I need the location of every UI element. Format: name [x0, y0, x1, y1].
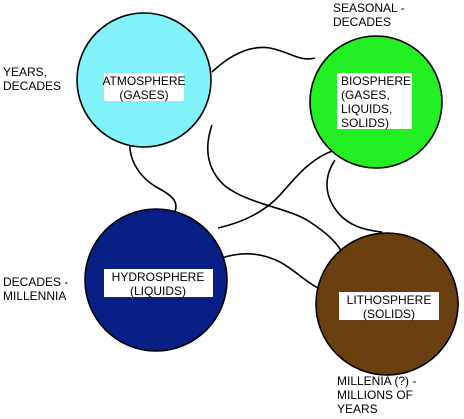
hydrosphere-label-line2: (LIQUIDS) [130, 284, 186, 298]
connector-biosphere-lithosphere [326, 159, 383, 233]
hydrosphere-timescale: DECADES - MILLENNIA [3, 275, 68, 303]
lithosphere-timescale-line2: MILLIONS OF [337, 388, 413, 402]
biosphere-label-line1: BIOSPHERE [341, 74, 411, 88]
connector-atmosphere-hydrosphere [129, 139, 177, 213]
biosphere-label-line2: (GASES, [341, 88, 390, 102]
hydrosphere-label-box [104, 269, 213, 297]
lithosphere-label-line1: LITHOSPHERE [347, 293, 432, 307]
atmosphere-node: ATMOSPHERE (GASES) [76, 12, 212, 148]
hydrosphere-timescale-line2: MILLENNIA [3, 289, 66, 303]
biosphere-timescale-line1: SEASONAL - [333, 1, 405, 15]
biosphere-label-box [337, 73, 412, 129]
atmosphere-label-line1: ATMOSPHERE [102, 74, 185, 88]
connector-atmosphere-lithosphere [207, 124, 346, 259]
atmosphere-timescale-line2: DECADES [3, 79, 61, 93]
connector-hydrosphere-lithosphere [221, 253, 323, 291]
lithosphere-label-line2: (SOLIDS) [363, 307, 415, 321]
lithosphere-timescale-line1: MILLENIA (?) - [337, 374, 416, 388]
atmosphere-label-box [104, 73, 184, 101]
hydrosphere-node: HYDROSPHERE (LIQUIDS) [84, 208, 228, 352]
biosphere-label-line4: SOLIDS) [341, 116, 389, 130]
lithosphere-node: LITHOSPHERE (SOLIDS) [315, 232, 459, 376]
biosphere-label-line3: LIQUIDS, [341, 102, 392, 116]
biosphere-node: BIOSPHERE (GASES, LIQUIDS, SOLIDS) [309, 35, 443, 169]
hydrosphere-timescale-line1: DECADES - [3, 275, 68, 289]
connector-atmosphere-biosphere [211, 46, 316, 73]
connector-hydrosphere-biosphere [217, 149, 336, 229]
atmosphere-timescale: YEARS, DECADES [3, 65, 61, 93]
lithosphere-label-box [339, 292, 439, 320]
connectors [129, 46, 383, 291]
biosphere-timescale: SEASONAL - DECADES [333, 1, 405, 29]
hydrosphere-label-line1: HYDROSPHERE [112, 270, 205, 284]
atmosphere-label-line2: (GASES) [119, 88, 168, 102]
atmosphere-timescale-line1: YEARS, [3, 65, 47, 79]
lithosphere-timescale-line3: YEARS [337, 402, 378, 416]
lithosphere-timescale: MILLENIA (?) - MILLIONS OF YEARS [337, 374, 416, 416]
biosphere-timescale-line2: DECADES [333, 15, 391, 29]
